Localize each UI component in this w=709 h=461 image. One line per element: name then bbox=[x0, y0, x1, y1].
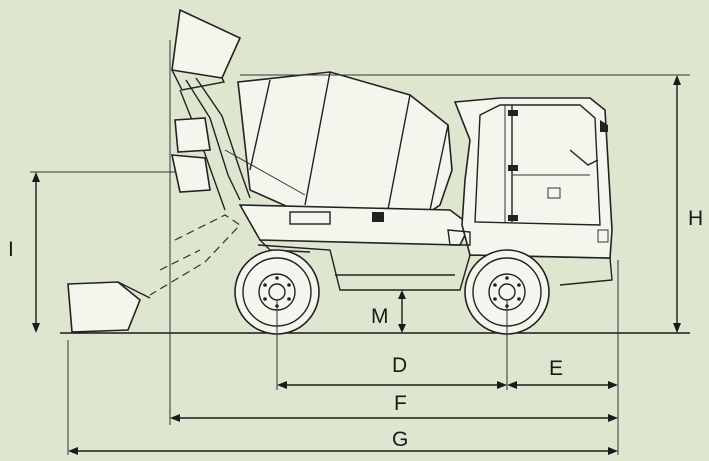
loader-arm-lowered bbox=[149, 214, 241, 296]
label-I: I bbox=[8, 238, 14, 261]
label-G: G bbox=[392, 428, 408, 451]
dimension-D: D bbox=[277, 354, 507, 389]
dimension-H: H bbox=[673, 75, 703, 333]
lowered-bucket bbox=[67, 281, 141, 333]
dimension-E: E bbox=[507, 357, 618, 389]
dimension-G: G bbox=[68, 428, 618, 455]
dimension-F: F bbox=[170, 392, 618, 422]
mixer-drum bbox=[237, 71, 453, 233]
rear-wheel bbox=[234, 249, 320, 335]
label-E: E bbox=[549, 357, 563, 380]
label-D: D bbox=[392, 354, 407, 377]
label-H: H bbox=[688, 207, 703, 230]
dimension-I: I bbox=[8, 172, 40, 333]
cab bbox=[453, 97, 613, 259]
label-F: F bbox=[394, 392, 407, 415]
lower-body bbox=[257, 244, 613, 291]
mixer-truck-drawing bbox=[67, 8, 613, 335]
loader-arm-raised bbox=[185, 79, 241, 201]
dimension-M: M bbox=[371, 290, 406, 333]
label-M: M bbox=[371, 305, 389, 328]
chassis-frame bbox=[238, 204, 472, 246]
raised-bucket bbox=[171, 8, 242, 79]
